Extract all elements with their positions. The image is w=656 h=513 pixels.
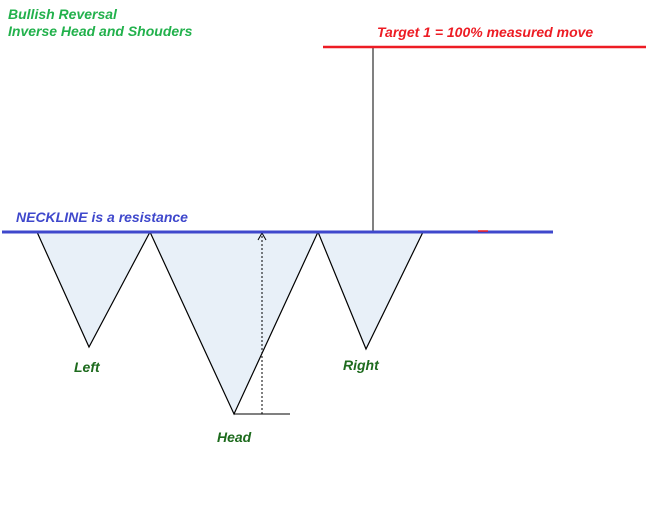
neckline-label: NECKLINE is a resistance (16, 209, 188, 225)
target-label: Target 1 = 100% measured move (377, 24, 594, 40)
right-shoulder-trough (317, 231, 424, 351)
title-line-2: Inverse Head and Shouders (8, 23, 193, 39)
left-shoulder-label: Left (74, 359, 100, 375)
left-shoulder-trough (36, 231, 151, 349)
head-label: Head (217, 429, 252, 445)
title-line-1: Bullish Reversal (8, 6, 117, 22)
head-trough (149, 231, 319, 416)
right-shoulder-label: Right (343, 357, 379, 373)
